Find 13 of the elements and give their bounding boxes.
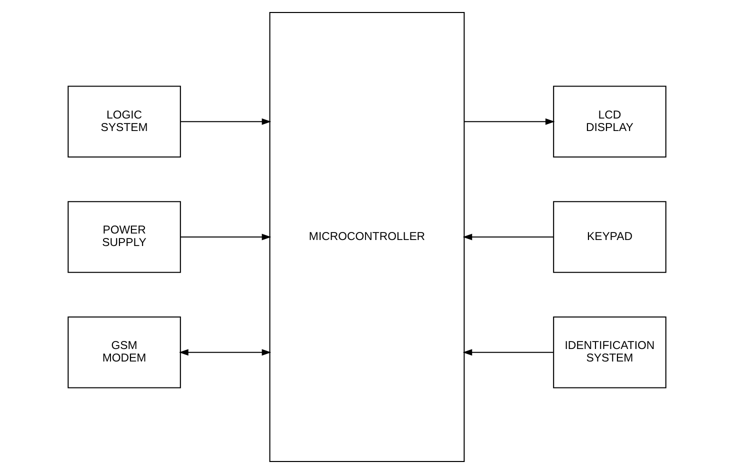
arrow (180, 234, 271, 240)
arrow (462, 234, 553, 240)
arrow (464, 118, 554, 125)
node-box: MICROCONTROLLER (268, 12, 464, 462)
node-box: KEYPAD (552, 201, 666, 273)
node-box: GSM MODEM (67, 316, 180, 388)
arrow (178, 349, 271, 356)
node-box: POWER SUPPLY (67, 201, 180, 273)
node-box: LCD DISPLAY (552, 86, 666, 158)
arrow (462, 349, 553, 356)
node-box: IDENTIFICATION SYSTEM (552, 316, 666, 388)
arrow (180, 118, 271, 125)
node-box: LOGIC SYSTEM (67, 86, 180, 158)
